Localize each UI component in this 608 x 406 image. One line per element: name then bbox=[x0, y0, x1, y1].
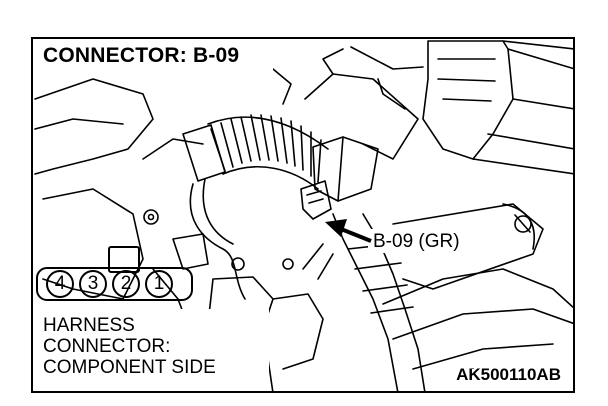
pin-label: 1 bbox=[153, 273, 165, 294]
diagram-frame: CONNECTOR: B-09 4 3 2 1 B-09 (GR) HARNES… bbox=[31, 37, 575, 393]
caption-line: COMPONENT SIDE bbox=[43, 357, 216, 378]
engine-bay-illustration bbox=[34, 40, 573, 391]
caption-line: CONNECTOR: bbox=[43, 336, 171, 357]
figure-code: AK500110AB bbox=[456, 365, 561, 384]
pin-label: 3 bbox=[87, 273, 99, 294]
connector-title: CONNECTOR: B-09 bbox=[43, 44, 240, 67]
caption-line: HARNESS bbox=[43, 315, 135, 336]
pin-label: 4 bbox=[54, 273, 66, 294]
pin-label: 2 bbox=[120, 273, 132, 294]
connector-callout-label: B-09 (GR) bbox=[373, 231, 460, 252]
arrow-icon bbox=[325, 219, 372, 243]
connector-caption: HARNESS CONNECTOR: COMPONENT SIDE bbox=[43, 315, 216, 378]
connector-face bbox=[36, 246, 193, 301]
